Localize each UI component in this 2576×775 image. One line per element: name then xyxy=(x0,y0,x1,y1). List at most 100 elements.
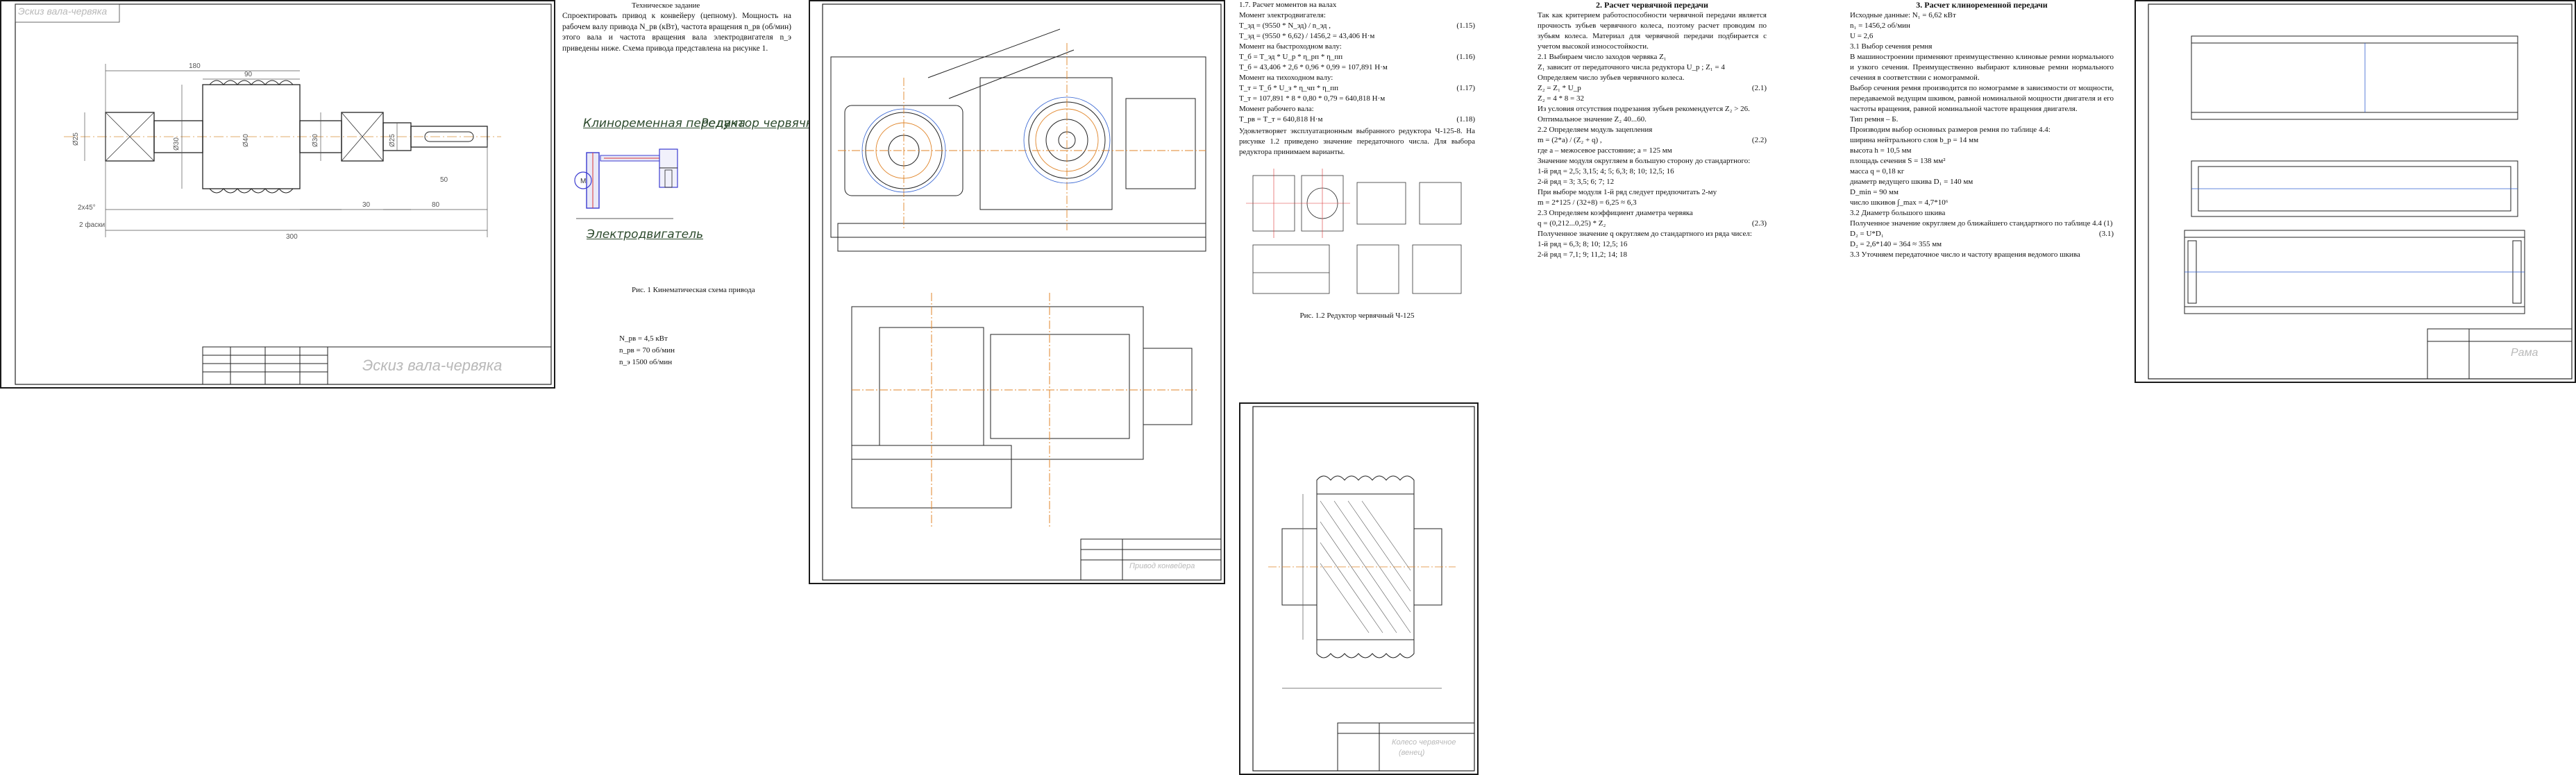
moments-equation-number: (1.15) xyxy=(1456,22,1475,30)
worm-line: Из условия отсутствия подрезания зубьев … xyxy=(1538,104,1767,114)
belt-param-line-text: Полученное значение округляем до ближайш… xyxy=(1850,219,2113,228)
intro-title: Техническое задание xyxy=(632,1,700,10)
worm-line-text: m = 2*125 / (32+8) = 6,25 ≈ 6,3 xyxy=(1538,198,1637,207)
belt-line: 3.1 Выбор сечения ремня xyxy=(1850,42,2114,52)
kinematic-caption: Рис. 1 Кинематическая схема привода xyxy=(632,286,755,294)
moments-line-text: T_эд = (9550 * 6,62) / 1456,2 = 43,406 Н… xyxy=(1239,32,1375,40)
moments-line: T_б = 43,406 * 2,6 * 0,96 * 0,99 = 107,8… xyxy=(1239,62,1475,73)
worm-line: 2-й ряд = 7,1; 9; 11,2; 14; 18 xyxy=(1538,250,1767,260)
sheet-drive-assembly: Привод конвейера xyxy=(809,0,1225,584)
belt-line: n₁ = 1456,2 об/мин xyxy=(1850,21,2114,31)
moments-line-text: T_б = 43,406 * 2,6 * 0,96 * 0,99 = 107,8… xyxy=(1239,63,1388,71)
worm-line: Определяем число зубьев червячного колес… xyxy=(1538,73,1767,83)
dim-90: 90 xyxy=(244,71,253,78)
worm-line-text: 2-й ряд = 3; 3,5; 6; 7; 12 xyxy=(1538,178,1615,186)
worm-line-text: m = (2*a) / (Z₂ + q) , xyxy=(1538,136,1602,144)
worm-line: Z₂ = 4 * 8 = 32 xyxy=(1538,94,1767,104)
reducer-caption: Рис. 1.2 Редуктор червячный Ч-125 xyxy=(1299,312,1415,320)
moments-line: Момент на тихоходном валу: xyxy=(1239,73,1475,83)
worm-line: m = 2*125 / (32+8) = 6,25 ≈ 6,3 xyxy=(1538,198,1767,208)
belt-param-line: D_min = 90 мм xyxy=(1850,187,2114,198)
dim-d25-right: Ø25 xyxy=(389,134,396,147)
moments-line-text: T_рв = T_т = 640,818 Н·м xyxy=(1239,115,1323,124)
belt-param-line: 3.2 Диаметр большого шкива xyxy=(1850,208,2114,219)
moments-line-text: Момент электродвигателя: xyxy=(1239,11,1326,19)
worm-line-text: 2.3 Определяем коэффициент диаметра черв… xyxy=(1538,209,1693,217)
worm-line: q = (0,212...0,25) * Z₂ (2.3) xyxy=(1538,219,1767,229)
belt-param-line-text: площадь сечения S = 138 мм² xyxy=(1850,157,1946,165)
belt-param-line: Тип ремня – Б. xyxy=(1850,114,2114,125)
worm-line-text: Оптимальное значение Z₂ 40...60. xyxy=(1538,115,1647,124)
worm-line: где a – межосевое расстояние; a = 125 мм xyxy=(1538,146,1767,156)
dim-d30-left: Ø30 xyxy=(173,137,180,151)
worm-line: Значение модуля округляем в большую стор… xyxy=(1538,156,1767,167)
moments-equation-number: (1.18) xyxy=(1456,115,1475,124)
moments-line-text: T_б = T_эд * U_р * η_рп * η_пп xyxy=(1239,53,1343,61)
moments-line: Момент на быстроходном валу: xyxy=(1239,42,1475,52)
param-motor-speed: n_э 1500 об/мин xyxy=(619,358,673,366)
belt-line: U = 2,6 xyxy=(1850,31,2114,42)
belt-param-line-text: 3.3 Уточняем передаточное число и частот… xyxy=(1850,250,2080,259)
moments-equation-number: (1.16) xyxy=(1456,53,1475,61)
belt-param-line-text: D₂ = U*D₁ xyxy=(1850,230,1884,238)
worm-line-text: Полученное значение q округляем до станд… xyxy=(1538,230,1752,238)
belt-param-line: Полученное значение округляем до ближайш… xyxy=(1850,219,2114,229)
worm-line: Z₂ = Z₁ * U_р(2.1) xyxy=(1538,83,1767,94)
worm-line: Оптимальное значение Z₂ 40...60. xyxy=(1538,114,1767,125)
section-heading-belt: 3. Расчет клиноременной передачи xyxy=(1916,0,2048,10)
belt-intro-2: Выбор сечения ремня производится по номо… xyxy=(1850,84,2114,113)
sheet-worm-wheel: Колесо червячное (венец) xyxy=(1239,402,1479,775)
worm-equation-number: (2.3) xyxy=(1751,219,1767,228)
worm-shaft-drawing: 180 90 Ø25 Ø30 Ø40 Ø30 Ø25 50 30 80 2x45… xyxy=(15,3,552,385)
worm-line-text: 2-й ряд = 7,1; 9; 11,2; 14; 18 xyxy=(1538,250,1627,259)
worm-line-text: При выборе модуля 1-й ряд следует предпо… xyxy=(1538,188,1717,196)
label-electric-motor: Электродвигатель xyxy=(587,228,703,241)
worm-line: m = (2*a) / (Z₂ + q) , (2.2) xyxy=(1538,135,1767,146)
moments-line: Момент рабочего вала: xyxy=(1239,104,1475,114)
sheet-worm-shaft: 180 90 Ø25 Ø30 Ø40 Ø30 Ø25 50 30 80 2x45… xyxy=(0,0,555,389)
page-kinematic-scheme: Техническое задание Спроектировать приво… xyxy=(562,0,830,389)
worm-line: 2.2 Определяем модуль зацепления xyxy=(1538,125,1767,135)
belt-param-line-text: масса q = 0,18 кг xyxy=(1850,167,1905,176)
belt-param-line: площадь сечения S = 138 мм² xyxy=(1850,156,2114,167)
moments-line: T_б = T_эд * U_р * η_рп * η_пп (1.16) xyxy=(1239,52,1475,62)
belt-param-line: диаметр ведущего шкива D₁ = 140 мм xyxy=(1850,177,2114,187)
param-output-speed: n_рв = 70 об/мин xyxy=(619,346,675,355)
belt-param-line: 3.3 Уточняем передаточное число и частот… xyxy=(1850,250,2114,260)
belt-param-line: ширина нейтрального слоя b_р = 14 мм xyxy=(1850,135,2114,146)
moments-line: T_эд = (9550 * 6,62) / 1456,2 = 43,406 Н… xyxy=(1239,31,1475,42)
belt-param-line: высота h = 10,5 мм xyxy=(1850,146,2114,156)
dim-80: 80 xyxy=(432,201,440,209)
kinematic-diagram: М xyxy=(574,148,678,219)
worm-line-text: Z₂ = 4 * 8 = 32 xyxy=(1538,94,1584,103)
moments-line: T_эд = (9550 * N_эд) / n_эд , (1.15) xyxy=(1239,21,1475,31)
worm-line-text: Определяем число зубьев червячного колес… xyxy=(1538,74,1685,82)
worm-line-text: Значение модуля округляем в большую стор… xyxy=(1538,157,1751,165)
title-block-name: Эскиз вала-червяка xyxy=(362,357,503,374)
belt-param-line: D₂ = 2,6*140 = 364 ≈ 355 мм xyxy=(1850,239,2114,250)
dim-chamfer-count: 2 фаски xyxy=(79,221,105,229)
belt-line: Исходные данные: N₁ = 6,62 кВт xyxy=(1850,10,2114,21)
belt-param-line: масса q = 0,18 кг xyxy=(1850,167,2114,177)
moments-line: T_рв = T_т = 640,818 Н·м (1.18) xyxy=(1239,114,1475,125)
belt-param-line-text: 3.2 Диаметр большого шкива xyxy=(1850,209,1946,217)
page-worm-gear-calc: 2. Расчет червячной передачи Так как кри… xyxy=(1538,0,1767,409)
param-power: N_рв = 4,5 кВт xyxy=(619,334,668,343)
worm-line: 2-й ряд = 3; 3,5; 6; 7; 12 xyxy=(1538,177,1767,187)
moments-line: 1.7. Расчет моментов на валах xyxy=(1239,0,1475,10)
frame-drawing xyxy=(2148,3,2573,380)
worm-line-text: q = (0,212...0,25) * Z₂ xyxy=(1538,219,1606,228)
label-belt-drive: Клиноременная передача xyxy=(583,117,746,130)
reducer-selection-text: Удовлетворяет эксплуатационным выбранног… xyxy=(1239,127,1475,156)
moments-line-text: T_эд = (9550 * N_эд) / n_эд , xyxy=(1239,22,1331,30)
moments-line: Момент электродвигателя: xyxy=(1239,10,1475,21)
worm-equation-number: (2.1) xyxy=(1751,84,1767,92)
worm-equation-number: (2.2) xyxy=(1751,136,1767,144)
worm-line: 1-й ряд = 6,3; 8; 10; 12,5; 16 xyxy=(1538,239,1767,250)
worm-line-text: где a – межосевое расстояние; a = 125 мм xyxy=(1538,146,1672,155)
dim-30: 30 xyxy=(362,201,371,209)
moments-line-text: T_т = 107,891 * 8 * 0,80 * 0,79 = 640,81… xyxy=(1239,94,1386,103)
worm-line-text: 1-й ряд = 6,3; 8; 10; 12,5; 16 xyxy=(1538,240,1628,248)
svg-text:М: М xyxy=(580,178,586,185)
